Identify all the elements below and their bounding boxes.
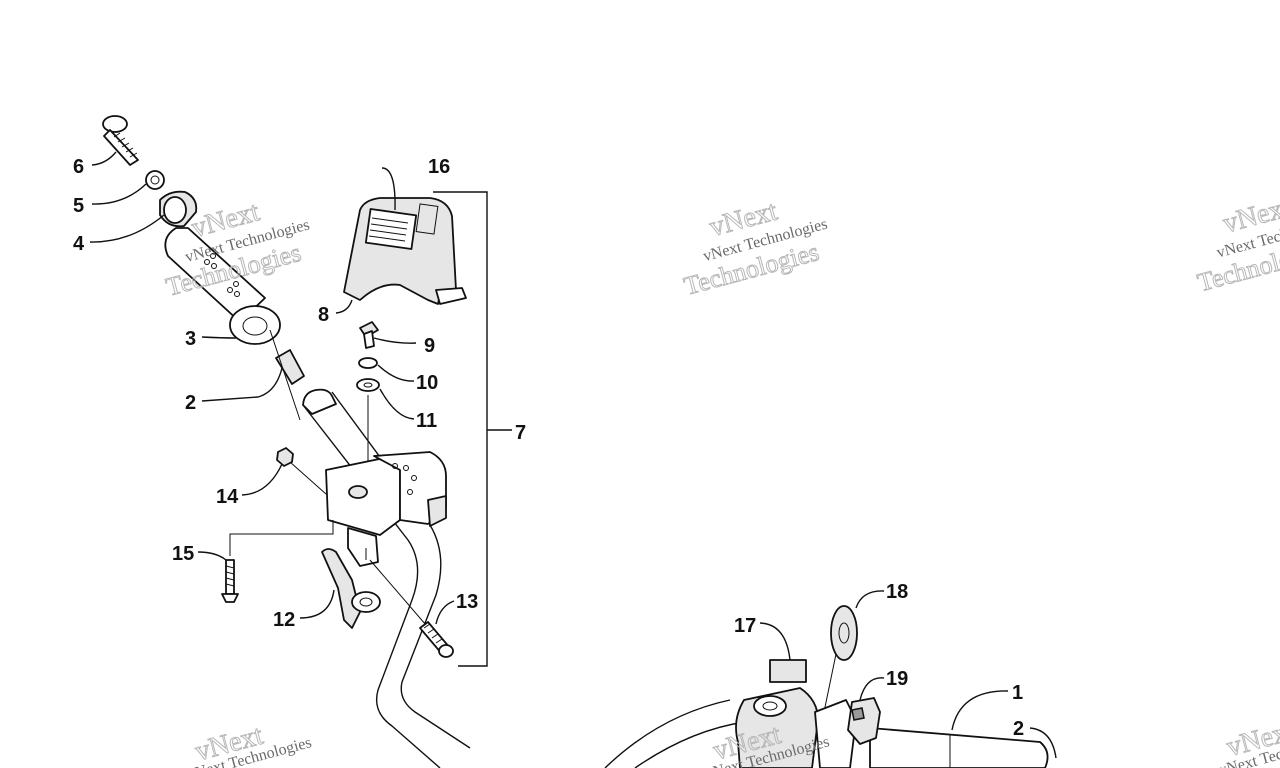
callout-2-right: 2: [1013, 718, 1024, 740]
group-bracket-7: [433, 191, 512, 667]
callout-13: 13: [456, 591, 478, 613]
callout-12: 12: [273, 609, 295, 631]
callout-10: 10: [416, 372, 438, 394]
callout-17: 17: [734, 615, 756, 637]
sleeve-2: [269, 329, 305, 421]
callout-7: 7: [515, 422, 526, 444]
screw-9: [359, 321, 379, 349]
callout-19: 19: [886, 668, 908, 690]
callout-9: 9: [424, 335, 435, 357]
leader-lines: [89, 151, 1057, 759]
nut-14: [276, 447, 327, 495]
end-cap-4: [159, 190, 198, 228]
callout-2: 2: [185, 392, 196, 414]
watermark: vNext vNext Technologies Technologies vN…: [162, 191, 1280, 768]
watermark-6: vNext vNext Technologies: [1217, 715, 1280, 768]
callout-labels: 6 5 4 3 2 16 8 9 10 11 7 14 15 12 13 17 …: [73, 156, 1024, 740]
screw-13: [369, 559, 454, 658]
callout-16: 16: [428, 156, 450, 178]
switch-housing: [325, 451, 447, 567]
callout-18: 18: [886, 581, 908, 603]
callout-15: 15: [172, 543, 194, 565]
label-17: [769, 659, 807, 683]
watermark-4: vNext vNext Technologies: [186, 719, 314, 768]
callout-1: 1: [1012, 682, 1023, 704]
lock-washer-10: [358, 357, 378, 369]
switch-19: [847, 697, 881, 745]
callout-14: 14: [216, 486, 239, 508]
screw-15: [221, 520, 334, 603]
callout-3: 3: [185, 328, 196, 350]
brake-master-cylinder: [735, 687, 857, 768]
switch-cover-8: [343, 197, 467, 305]
handlebar: [302, 388, 1049, 768]
washer-18: [823, 605, 858, 713]
bolt-6: [102, 115, 139, 166]
grip-3: [164, 227, 281, 345]
callout-8: 8: [318, 304, 329, 326]
throttle-lever-12: [321, 548, 381, 629]
callout-6: 6: [73, 156, 84, 178]
watermark-3: vNext vNext Technologies Technologies: [1194, 191, 1280, 297]
callout-11: 11: [416, 410, 437, 432]
watermark-2: vNext vNext Technologies Technologies: [680, 195, 829, 301]
callout-5: 5: [73, 195, 84, 217]
washer-5: [145, 170, 165, 190]
washer-11: [356, 378, 380, 392]
callout-4: 4: [73, 233, 85, 255]
